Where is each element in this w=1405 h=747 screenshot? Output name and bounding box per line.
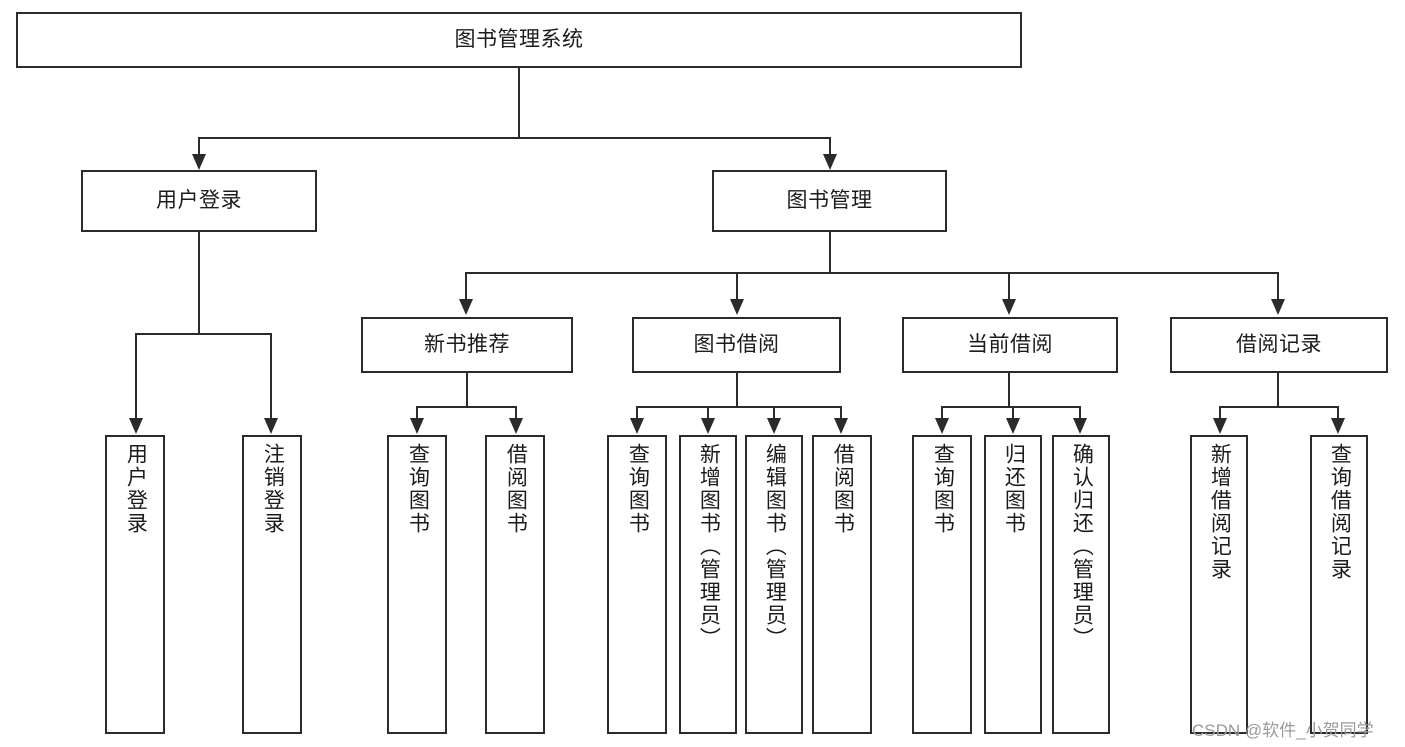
node-user-login[interactable]: 用户登录 (81, 170, 317, 232)
edge-book-mgmt-stem (829, 232, 831, 273)
arrowhead-new-book-leaf-2 (509, 418, 523, 434)
edge-book-mgmt-drop-1 (465, 272, 467, 300)
edge-record-drop-1 (1219, 406, 1221, 419)
node-label: 新书推荐 (424, 333, 510, 357)
arrowhead-borrow-leaf-4 (834, 418, 848, 434)
csdn-watermark: CSDN @软件_小贺同学 (1192, 721, 1374, 740)
arrowhead-book-mgmt-child-2 (730, 299, 744, 315)
edge-new-book-stem (466, 373, 468, 407)
leaf-edit-book-admin[interactable]: 编辑图书（管理员） (745, 435, 803, 734)
leaf-logout-login[interactable]: 注销登录 (242, 435, 302, 734)
node-label: 用户登录 (156, 189, 242, 213)
arrowhead-root-to-user-login (192, 154, 206, 170)
arrowhead-book-mgmt-child-1 (459, 299, 473, 315)
arrowhead-record-leaf-1 (1213, 418, 1227, 434)
leaf-label: 借阅图书 (831, 443, 855, 535)
node-label: 图书管理 (786, 189, 873, 213)
edge-borrow-drop-3 (773, 406, 775, 419)
edge-current-drop-1 (941, 406, 943, 419)
edge-root-to-book-mgmt (829, 137, 831, 156)
arrowhead-user-login-leaf-1 (129, 418, 143, 434)
leaf-label: 查询借阅记录 (1328, 443, 1352, 581)
arrowhead-root-to-book-mgmt (823, 154, 837, 170)
edge-current-stem (1008, 373, 1010, 407)
leaf-add-borrow-record[interactable]: 新增借阅记录 (1190, 435, 1248, 734)
arrowhead-current-leaf-2 (1006, 418, 1020, 434)
edge-new-book-bus (416, 406, 517, 408)
edge-current-drop-3 (1079, 406, 1081, 419)
arrowhead-borrow-leaf-1 (630, 418, 644, 434)
node-current-borrow[interactable]: 当前借阅 (902, 317, 1118, 373)
leaf-label: 编辑图书（管理员） (763, 443, 787, 650)
leaf-label: 查询图书 (931, 443, 955, 535)
leaf-label: 新增借阅记录 (1208, 443, 1232, 581)
edge-borrow-drop-2 (707, 406, 709, 419)
edge-user-login-drop-2 (270, 333, 272, 419)
leaf-query-book-current[interactable]: 查询图书 (912, 435, 972, 734)
edge-borrow-stem (736, 373, 738, 407)
arrowhead-current-leaf-3 (1073, 418, 1087, 434)
leaf-confirm-return-admin[interactable]: 确认归还（管理员） (1052, 435, 1110, 734)
node-label: 当前借阅 (967, 333, 1053, 357)
edge-user-login-bus (135, 333, 272, 335)
edge-borrow-drop-4 (840, 406, 842, 419)
edge-record-bus (1219, 406, 1339, 408)
node-label: 借阅记录 (1236, 333, 1322, 357)
arrowhead-user-login-leaf-2 (264, 418, 278, 434)
edge-new-book-drop-1 (416, 406, 418, 419)
node-label: 图书管理系统 (454, 28, 584, 52)
arrowhead-record-leaf-2 (1331, 418, 1345, 434)
arrowhead-borrow-leaf-2 (701, 418, 715, 434)
arrowhead-borrow-leaf-3 (767, 418, 781, 434)
arrowhead-book-mgmt-child-4 (1271, 299, 1285, 315)
node-label: 图书借阅 (693, 333, 780, 357)
leaf-label: 注销登录 (261, 443, 285, 535)
leaf-label: 查询图书 (406, 443, 430, 535)
arrowhead-book-mgmt-child-3 (1002, 299, 1016, 315)
leaf-add-book-admin[interactable]: 新增图书（管理员） (679, 435, 737, 734)
leaf-return-book[interactable]: 归还图书 (984, 435, 1042, 734)
edge-book-mgmt-drop-2 (736, 272, 738, 300)
node-book-management[interactable]: 图书管理 (712, 170, 947, 232)
leaf-label: 用户登录 (124, 443, 148, 535)
edge-user-login-stem (198, 232, 200, 334)
edge-record-drop-2 (1337, 406, 1339, 419)
node-root-system[interactable]: 图书管理系统 (16, 12, 1022, 68)
node-new-book-recommend[interactable]: 新书推荐 (361, 317, 573, 373)
edge-record-stem (1277, 373, 1279, 407)
arrowhead-new-book-leaf-1 (410, 418, 424, 434)
leaf-user-login[interactable]: 用户登录 (105, 435, 165, 734)
leaf-label: 确认归还（管理员） (1070, 443, 1094, 650)
node-book-borrow[interactable]: 图书借阅 (632, 317, 841, 373)
edge-user-login-drop-1 (135, 333, 137, 419)
edge-root-stem (518, 68, 520, 138)
edge-book-mgmt-drop-3 (1008, 272, 1010, 300)
leaf-borrow-book[interactable]: 借阅图书 (812, 435, 872, 734)
leaf-query-book-borrow[interactable]: 查询图书 (607, 435, 667, 734)
edge-borrow-bus (636, 406, 841, 408)
edge-borrow-drop-1 (636, 406, 638, 419)
edge-current-bus (941, 406, 1081, 408)
leaf-label: 借阅图书 (504, 443, 528, 535)
edge-current-drop-2 (1012, 406, 1014, 419)
edge-book-mgmt-bus (465, 272, 1279, 274)
leaf-query-borrow-record[interactable]: 查询借阅记录 (1310, 435, 1368, 734)
edge-root-bus (198, 137, 831, 139)
leaf-label: 新增图书（管理员） (697, 443, 721, 650)
edge-new-book-drop-2 (515, 406, 517, 419)
edge-book-mgmt-drop-4 (1277, 272, 1279, 300)
leaf-borrow-book-recommend[interactable]: 借阅图书 (485, 435, 545, 734)
arrowhead-current-leaf-1 (935, 418, 949, 434)
leaf-label: 归还图书 (1002, 443, 1026, 535)
node-borrow-record[interactable]: 借阅记录 (1170, 317, 1388, 373)
leaf-label: 查询图书 (626, 443, 650, 535)
leaf-query-book-recommend[interactable]: 查询图书 (387, 435, 447, 734)
edge-root-to-user-login (198, 137, 200, 156)
